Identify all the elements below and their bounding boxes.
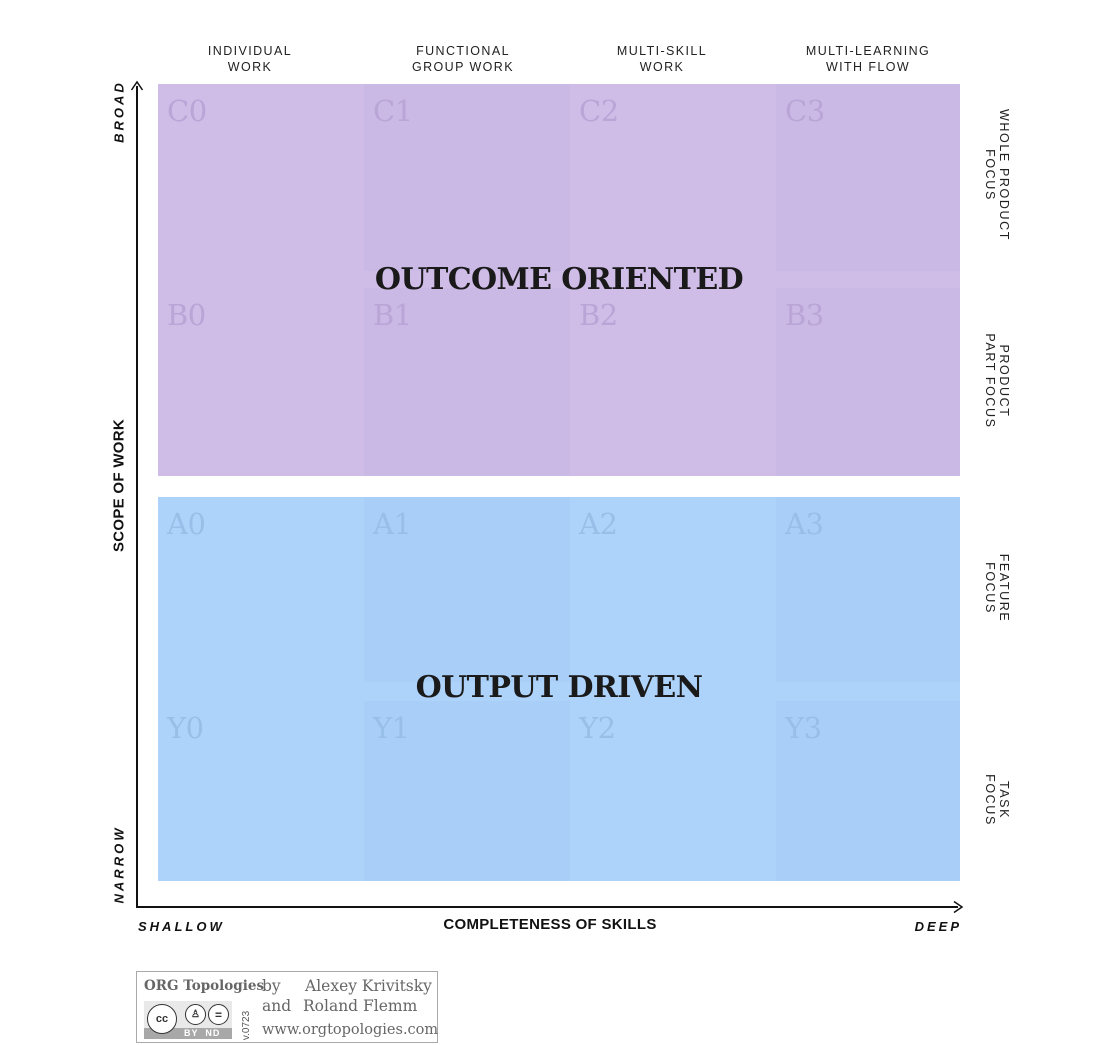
grid-cell: Y3 xyxy=(776,701,960,881)
grid-cell: B2 xyxy=(570,288,776,476)
version-label: v.0723 xyxy=(241,1010,253,1041)
cell-code: A0 xyxy=(167,507,206,541)
column-header: INDIVIDUAL WORK xyxy=(207,44,293,74)
cell-code: A1 xyxy=(373,507,412,541)
grid-cell: B3 xyxy=(776,288,960,476)
nd-equals-icon: = xyxy=(208,1004,229,1025)
x-axis-title: COMPLETENESS OF SKILLS xyxy=(443,916,657,933)
brand-name: ORG Topologies xyxy=(144,978,265,994)
zone-label-outcome-oriented: OUTCOME ORIENTED xyxy=(374,262,744,297)
cell-code: B3 xyxy=(785,298,824,332)
license-tags: BY ND xyxy=(184,1028,221,1038)
x-axis-left-label: SHALLOW xyxy=(138,919,225,934)
column-header: MULTI-LEARNING WITH FLOW xyxy=(805,44,931,74)
cell-code: Y2 xyxy=(579,711,616,745)
credit-box: ORG Topologies cc ♙ = BY ND v.0723 by Al… xyxy=(136,971,438,1043)
cell-code: B1 xyxy=(373,298,412,332)
cell-code: Y1 xyxy=(373,711,410,745)
website-url: www.orgtopologies.com xyxy=(262,1022,439,1038)
y-axis-arrow-icon xyxy=(130,80,144,91)
grid-cell: C1 xyxy=(364,84,570,271)
x-axis-line xyxy=(136,906,958,908)
cc-icon: cc xyxy=(147,1004,177,1034)
cell-code: C2 xyxy=(579,94,619,128)
credit-author-2: Roland Flemm xyxy=(303,997,418,1015)
grid-cell: A0 xyxy=(158,497,342,682)
cell-code: B0 xyxy=(167,298,206,332)
y-axis-top-label: BROAD xyxy=(111,80,127,143)
column-header: FUNCTIONAL GROUP WORK xyxy=(412,44,514,74)
row-label: WHOLE PRODUCT FOCUS xyxy=(983,109,1011,241)
cell-code: A2 xyxy=(579,507,618,541)
y-axis-title: SCOPE OF WORK xyxy=(110,418,128,553)
x-axis-arrow-icon xyxy=(953,900,964,914)
grid-cell: Y2 xyxy=(570,701,776,881)
credit-and: and xyxy=(262,997,292,1015)
cell-code: C0 xyxy=(167,94,207,128)
cell-code: B2 xyxy=(579,298,618,332)
cell-code: Y3 xyxy=(785,711,822,745)
credit-by: by xyxy=(262,977,281,995)
cell-code: C1 xyxy=(373,94,413,128)
grid-cell: Y1 xyxy=(364,701,570,881)
credit-author-1: Alexey Krivitsky xyxy=(305,977,432,995)
grid-cell: Y0 xyxy=(158,701,342,881)
y-axis-line xyxy=(136,86,138,908)
grid-cell: A2 xyxy=(570,497,776,682)
zone-label-output-driven: OUTPUT DRIVEN xyxy=(415,670,703,705)
y-axis-bottom-label: NARROW xyxy=(111,825,127,904)
grid-cell: B0 xyxy=(158,288,342,476)
grid-cell: C3 xyxy=(776,84,960,271)
grid-cell: A3 xyxy=(776,497,960,682)
row-label: PRODUCT PART FOCUS xyxy=(983,333,1011,429)
cc-license-badge: cc ♙ = BY ND xyxy=(144,1001,232,1039)
x-axis-right-label: DEEP xyxy=(914,919,962,934)
grid-cell: B1 xyxy=(364,288,570,476)
grid-cell: A1 xyxy=(364,497,570,682)
cell-code: A3 xyxy=(785,507,824,541)
grid-cell: C0 xyxy=(158,84,342,271)
cell-code: Y0 xyxy=(167,711,204,745)
by-person-icon: ♙ xyxy=(185,1004,206,1025)
cell-code: C3 xyxy=(785,94,825,128)
column-header: MULTI-SKILL WORK xyxy=(616,44,708,74)
row-label: TASK FOCUS xyxy=(983,774,1011,826)
grid-cell: C2 xyxy=(570,84,776,271)
row-label: FEATURE FOCUS xyxy=(983,553,1011,623)
